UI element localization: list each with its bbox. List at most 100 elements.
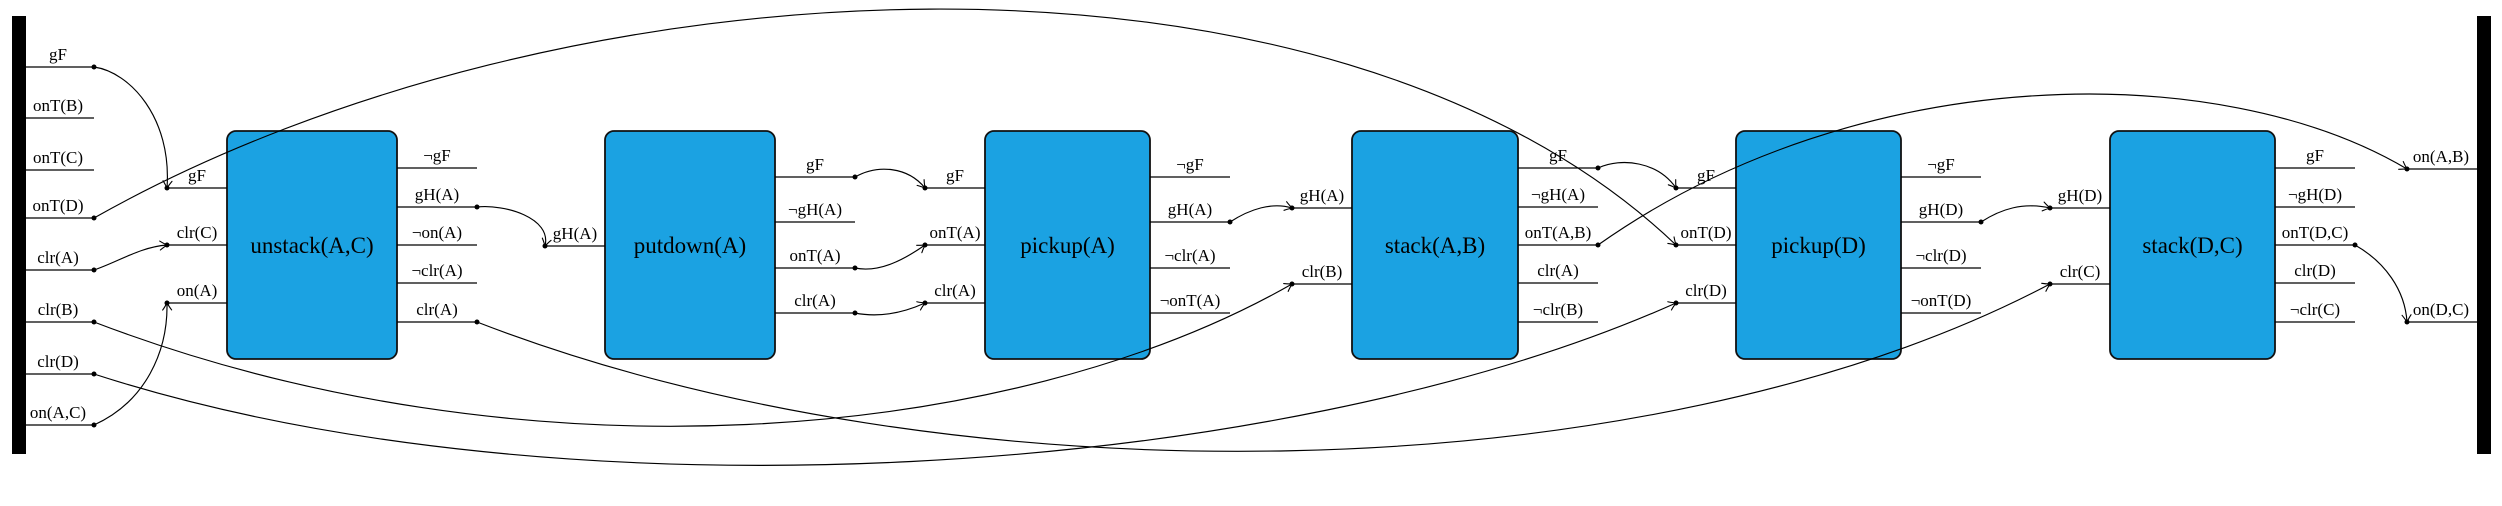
effect-label: ¬gH(A) [1531,185,1585,204]
edge-unstack-a-c-out-clr-a--stack-d-c-in-clr-c [476,282,2052,452]
precondition-label: clr(D) [1685,281,1727,300]
output-stub-clr-d: ¬clr(D) [1901,246,1981,269]
edge-init-ont-d--pickup-d-in-ont-d [93,8,1678,247]
effect-label: clr(A) [416,300,458,319]
action-unstack-a-c: unstack(A,C)gFclr(C)on(A)¬gFgH(A)¬on(A)¬… [167,130,477,360]
precondition-label: gH(D) [2058,186,2102,205]
output-stub-clr-b: ¬clr(B) [1518,300,1598,323]
precondition-label: clr(A) [934,281,976,300]
precondition-label: gH(A) [1300,186,1344,205]
initial-fact-ont-b: onT(B) [26,96,94,119]
edge-init-gf--unstack-a-c-in-gf [93,66,173,190]
input-stub-on-a: on(A) [167,281,227,304]
effect-label: gH(A) [1168,200,1212,219]
fact-label: on(A,B) [2413,147,2469,166]
output-stub-ont-d: ¬onT(D) [1901,291,1981,314]
fact-label: onT(C) [33,148,83,167]
output-stub-gf: gF [2275,146,2355,169]
connection-dot-putdown-a-out-ont-a [852,265,858,271]
output-stub-gh-a: ¬gH(A) [775,200,855,223]
fact-label: clr(A) [37,248,79,267]
action-title: pickup(A) [1020,233,1115,258]
action-title: unstack(A,C) [250,233,373,258]
output-stub-gh-d: ¬gH(D) [2275,185,2355,208]
output-stub-clr-c: ¬clr(C) [2275,300,2355,323]
connection-dot-stack-d-c-out-ont-d-c [2352,242,2358,248]
effect-label: gH(D) [1919,200,1963,219]
output-stub-gh-d: gH(D) [1901,200,1981,223]
action-title: pickup(D) [1771,233,1866,258]
input-stub-ont-d: onT(D) [1676,223,1736,246]
connection-dot-pickup-a-out-gh-a [1227,219,1233,225]
output-stub-ont-d-c: onT(D,C) [2275,223,2355,246]
connection-dot-putdown-a-out-clr-a [852,310,858,316]
goal-fact-on-a-b: on(A,B) [2407,147,2477,170]
effect-label: clr(A) [794,291,836,310]
initial-fact-clr-d: clr(D) [26,352,94,375]
input-stub-gf: gF [167,166,227,189]
output-stub-gf: ¬gF [1150,155,1230,178]
effect-label: ¬onT(A) [1160,291,1221,310]
connection-dot-unstack-a-c-in-gf [164,185,170,191]
effect-label: ¬gF [423,146,451,165]
connection-dot-stack-a-b-out-ont-a-b [1595,242,1601,248]
effect-label: onT(A,B) [1525,223,1592,242]
input-stub-gf: gF [925,166,985,189]
connection-dot-putdown-a-in-gh-a [542,243,548,249]
output-stub-clr-a: clr(A) [397,300,477,323]
edge-init-on-a-c--unstack-a-c-in-on-a [93,301,173,426]
connection-dot-stack-a-b-in-clr-b [1289,281,1295,287]
fact-label: clr(B) [38,300,79,319]
edge-unstack-a-c-out-gh-a--putdown-a-in-gh-a [476,206,552,248]
connection-dot-pickup-d-in-clr-d [1673,300,1679,306]
precondition-label: clr(B) [1302,262,1343,281]
connection-dot-pickup-d-out-gh-d [1978,219,1984,225]
connection-dot-stack-a-b-in-gh-a [1289,205,1295,211]
effect-label: ¬gF [1927,155,1955,174]
fact-label: on(D,C) [2413,300,2469,319]
fact-label: onT(D) [33,196,84,215]
precondition-label: clr(C) [2060,262,2101,281]
effect-label: ¬clr(A) [1164,246,1215,265]
output-stub-clr-d: clr(D) [2275,261,2355,284]
precondition-label: on(A) [177,281,218,300]
effect-label: onT(A) [790,246,841,265]
edge-pickup-d-out-gh-d--stack-d-c-in-gh-d [1980,201,2052,223]
output-stub-gh-a: ¬gH(A) [1518,185,1598,208]
output-stub-ont-a-b: onT(A,B) [1518,223,1598,246]
output-stub-clr-a: clr(A) [775,291,855,314]
connection-dot-unstack-a-c-in-on-a [164,300,170,306]
input-stub-gh-a: gH(A) [545,224,605,247]
action-pickup-a: pickup(A) gF onT(A) clr(A) ¬gF gH(A) ¬clr(A) ¬o… [925,130,1230,360]
effect-label: ¬gF [1176,155,1204,174]
initial-fact-clr-a: clr(A) [26,248,94,271]
connection-dot-pickup-a-in-gf [922,185,928,191]
action-box [604,130,776,360]
initial-fact-on-a-c: on(A,C) [26,403,94,426]
edge-putdown-a-out-ont-a--pickup-a-in-ont-a [854,243,927,270]
input-stub-clr-c: clr(C) [167,223,227,246]
initial-fact-ont-c: onT(C) [26,148,94,171]
effect-label: ¬gH(D) [2288,185,2342,204]
output-stub-ont-a: ¬onT(A) [1150,291,1230,314]
action-title: stack(A,B) [1385,233,1485,258]
goal-state-wall [2477,16,2491,454]
action-pickup-d: pickup(D)gFonT(D)clr(D)¬gFgH(D)¬clr(D)¬o… [1676,130,1981,360]
precondition-label: gF [946,166,964,185]
connection-dot-init-gf [91,64,97,70]
connection-dot-pickup-a-in-ont-a [922,242,928,248]
fact-label: clr(D) [37,352,79,371]
precondition-label: onT(D) [1681,223,1732,242]
edge-stack-a-b-out-gf--pickup-d-in-gf [1597,161,1678,190]
connection-dot-init-clr-a [91,267,97,273]
input-stub-ont-a: onT(A) [925,223,985,246]
connection-dot-pickup-d-in-gf [1673,185,1679,191]
connection-dot-init-clr-d [91,371,97,377]
output-stub-clr-a: ¬clr(A) [1150,246,1230,269]
edge-putdown-a-out-clr-a--pickup-a-in-clr-a [854,301,927,316]
precondition-label: gF [188,166,206,185]
input-stub-clr-a: clr(A) [925,281,985,304]
output-stub-on-a: ¬on(A) [397,223,477,246]
initial-state-wall [12,16,26,454]
